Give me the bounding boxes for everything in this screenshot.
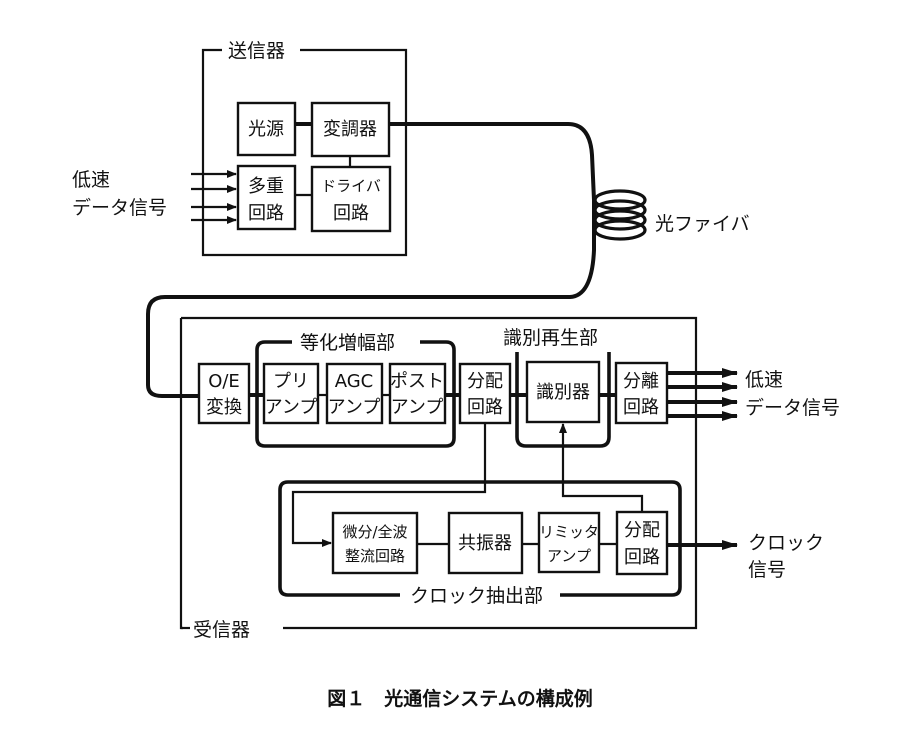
post-amp-block xyxy=(388,362,447,425)
receiver-output-arrows xyxy=(667,368,738,421)
agc-amp-label-line1: AGC xyxy=(335,371,374,392)
distributor-1-label-line1: 分配 xyxy=(467,371,503,392)
multiplexer-label-line2: 回路 xyxy=(248,203,284,224)
agc-amp-block xyxy=(325,362,384,425)
transmitter-input-arrows xyxy=(191,170,237,224)
post-amp-label-line1: ポスト xyxy=(390,371,444,392)
driver-label-line2: 回路 xyxy=(333,203,369,224)
clock-label-line1: クロック xyxy=(748,532,824,554)
oe-converter-label-line1: O/E xyxy=(208,371,240,392)
distributor-1-label-line2: 回路 xyxy=(467,397,503,418)
multiplexer-label-line1: 多重 xyxy=(248,176,284,197)
equalizer-group-title: 等化増幅部 xyxy=(300,332,395,354)
preamp-label-line1: プリ xyxy=(273,371,309,392)
demultiplexer-label-line2: 回路 xyxy=(623,397,659,418)
receiver: 受信器 等化増幅部 識別再生部 クロック抽出部 O/E 変換 プリ アンプ AG… xyxy=(179,316,840,641)
fiber-cable xyxy=(146,122,596,398)
clock-group-title: クロック抽出部 xyxy=(410,585,543,607)
oe-converter-label-line2: 変換 xyxy=(206,397,242,418)
light-source-block xyxy=(236,101,297,157)
demultiplexer-block xyxy=(614,361,669,425)
agc-amp-label-line2: アンプ xyxy=(328,397,381,418)
output-label-line2: データ信号 xyxy=(745,397,840,419)
input-label-line1: 低速 xyxy=(72,169,110,191)
transmitter: 送信器 光源 変調器 多重 回路 ドライバ 回路 低速 データ信号 xyxy=(72,40,408,257)
rectifier-block xyxy=(331,511,419,575)
input-label-line2: データ信号 xyxy=(72,197,167,219)
multiplexer-block xyxy=(236,164,297,231)
rectifier-label-line1: 微分/全波 xyxy=(342,523,407,541)
equalizer-group-outline xyxy=(255,340,456,448)
modulator-label: 変調器 xyxy=(323,119,377,140)
figure-caption: 図１ 光通信システムの構成例 xyxy=(327,687,592,710)
clock-group-outline xyxy=(278,480,682,597)
preamp-label-line2: アンプ xyxy=(265,397,318,418)
clock-label-line2: 信号 xyxy=(748,559,786,581)
resonator-label: 共振器 xyxy=(458,533,512,554)
driver-block xyxy=(310,165,392,233)
regenerator-group-title: 識別再生部 xyxy=(503,327,598,349)
fiber-coil-icon xyxy=(593,189,647,241)
limiter-amp-label-line2: アンプ xyxy=(547,547,591,565)
transmitter-title: 送信器 xyxy=(228,40,285,62)
distributor-to-rectifier-link xyxy=(291,423,487,547)
clock-to-discriminator-link xyxy=(559,423,644,512)
light-source-label: 光源 xyxy=(248,119,284,140)
output-label-line1: 低速 xyxy=(745,369,783,391)
distributor-2-label-line1: 分配 xyxy=(624,520,660,541)
optical-fiber: 光ファイバ xyxy=(146,122,750,398)
demultiplexer-label-line1: 分離 xyxy=(623,371,659,392)
receiver-title: 受信器 xyxy=(193,619,250,641)
rectifier-label-line2: 整流回路 xyxy=(345,547,405,565)
distributor-2-label-line2: 回路 xyxy=(624,547,660,568)
driver-label-line1: ドライバ xyxy=(321,177,381,195)
modulator-block xyxy=(310,101,391,158)
fiber-label: 光ファイバ xyxy=(655,213,750,235)
discriminator-block xyxy=(525,360,601,424)
post-amp-label-line2: アンプ xyxy=(391,397,444,418)
limiter-amp-label-line1: リミッタ xyxy=(539,523,599,541)
transmitter-frame xyxy=(201,48,408,257)
discriminator-label: 識別器 xyxy=(536,382,590,403)
limiter-amp-block xyxy=(537,511,601,574)
